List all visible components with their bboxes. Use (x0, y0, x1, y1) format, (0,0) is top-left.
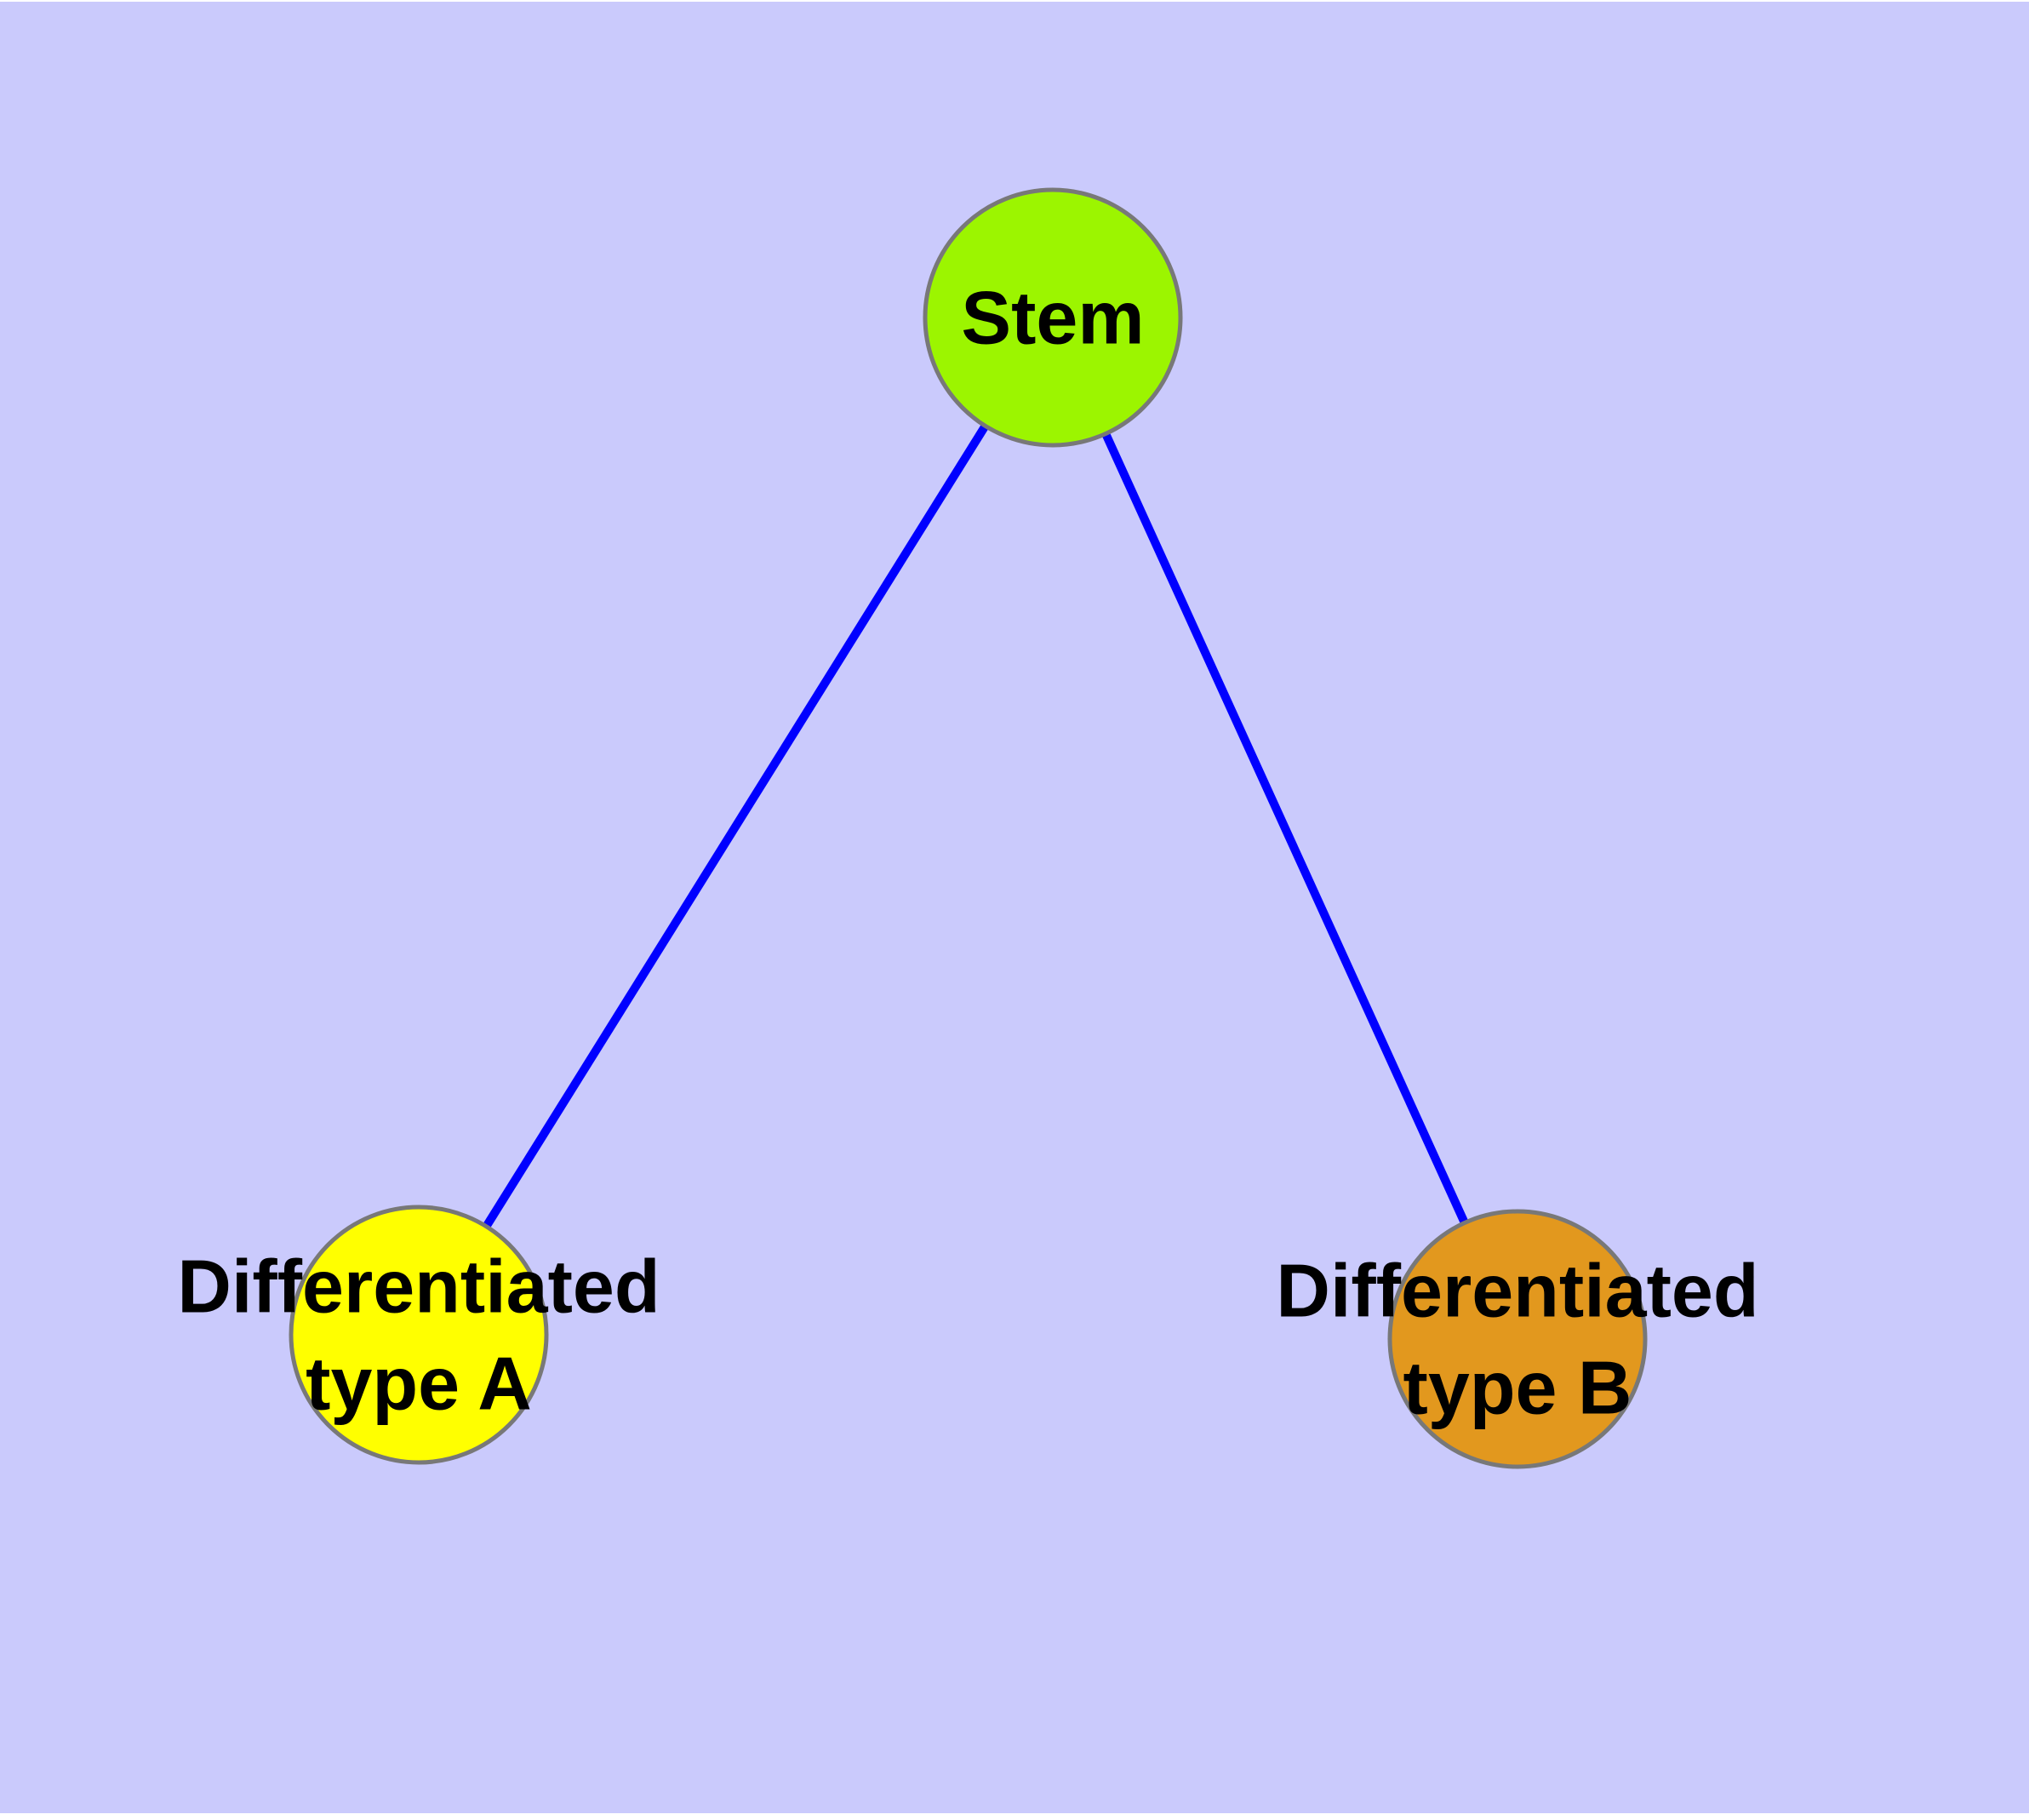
node-type-b-label-line-1: Differentiated (1276, 1249, 1758, 1333)
edge-stem-to-type-a (414, 315, 1057, 1337)
node-stem-circle (923, 187, 1183, 448)
node-type-a-label-line-2: type A (306, 1342, 532, 1426)
node-type-b-circle (1387, 1209, 1648, 1469)
node-type-a-label-line-1: Differentiated (177, 1245, 660, 1329)
node-type-b-label-line-2: type B (1403, 1346, 1632, 1430)
edge-stem-to-type-b (1049, 315, 1522, 1342)
node-stem-label: Stem (961, 276, 1144, 360)
node-type-a-circle (289, 1205, 549, 1465)
